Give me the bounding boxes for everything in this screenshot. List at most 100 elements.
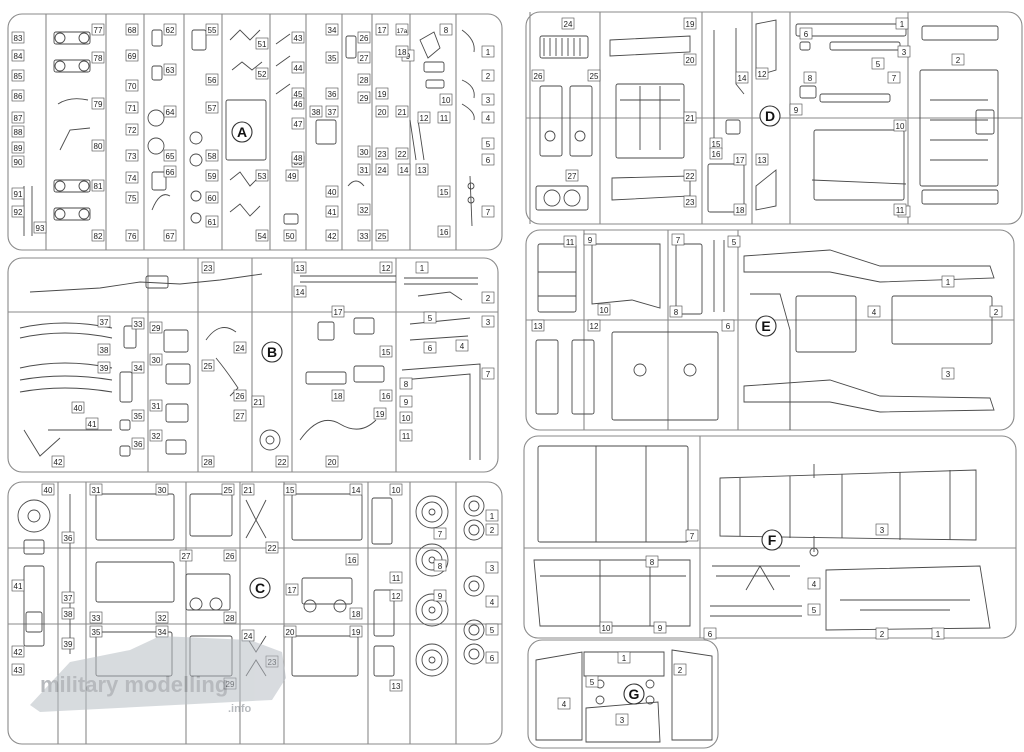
- part-number-box: [485, 509, 499, 522]
- part-outline: [539, 85, 563, 157]
- sprue-letter-b: B: [261, 341, 283, 363]
- part-number-box: [799, 27, 813, 40]
- part-number: 6: [428, 344, 433, 353]
- part-label: 2: [951, 53, 965, 66]
- part-label: 36: [61, 531, 75, 544]
- part-label: 16: [379, 389, 393, 402]
- sprue-letter-circle: [623, 683, 645, 705]
- part-number-box: [125, 229, 139, 242]
- part-number: 24: [564, 20, 573, 29]
- part-outline: [353, 365, 385, 383]
- part-number: 84: [14, 52, 23, 61]
- part-number: 10: [896, 122, 905, 131]
- part-number: 48: [294, 154, 303, 163]
- part-number-box: [423, 311, 437, 324]
- part-number-box: [283, 483, 297, 496]
- part-number: 37: [328, 108, 337, 117]
- part-outline: [78, 32, 90, 44]
- part-number-box: [125, 101, 139, 114]
- part-number: 33: [134, 320, 143, 329]
- part-label: 83: [11, 31, 25, 44]
- part-outline: [571, 339, 595, 415]
- part-number-box: [439, 93, 453, 106]
- watermark-suffix: .info: [228, 703, 251, 715]
- part-label: 35: [131, 409, 145, 422]
- part-outline: [750, 293, 791, 430]
- part-outline: [78, 60, 90, 72]
- part-number: 83: [14, 34, 23, 43]
- part-number-box: [673, 663, 687, 676]
- part-label: 33: [89, 611, 103, 624]
- part-number-box: [617, 651, 631, 664]
- part-number-box: [389, 571, 403, 584]
- part-number: 15: [286, 486, 295, 495]
- part-plate: [291, 493, 363, 541]
- part-number-box: [941, 275, 955, 288]
- part-number-box: [11, 645, 25, 658]
- part-number: 89: [14, 144, 23, 153]
- part-number: 11: [566, 238, 575, 247]
- part-number-box: [125, 171, 139, 184]
- part-label: 19: [349, 625, 363, 638]
- part-number-box: [149, 353, 163, 366]
- part-outline: [151, 29, 163, 47]
- part-label: 51: [255, 37, 269, 50]
- part-outline: [645, 679, 655, 689]
- part-label: 46: [291, 97, 305, 110]
- part-number-box: [223, 611, 237, 624]
- part-label: 45: [291, 87, 305, 100]
- part-outline: [303, 599, 317, 613]
- part-number-box: [683, 17, 697, 30]
- part-outline: [205, 327, 237, 341]
- part-number: 4: [486, 114, 491, 123]
- part-number-box: [233, 389, 247, 402]
- part-outline: [59, 127, 91, 151]
- part-label: 6: [485, 651, 499, 664]
- part-outline: [799, 41, 811, 51]
- part-number: 30: [360, 148, 369, 157]
- part-number-box: [755, 153, 769, 166]
- part-number: 1: [900, 20, 905, 29]
- part-number: 15: [440, 188, 449, 197]
- part-number-box: [735, 71, 749, 84]
- part-outline: [409, 119, 425, 161]
- part-number: 41: [328, 208, 337, 217]
- part-label: 26: [223, 549, 237, 562]
- part-outline: [825, 565, 991, 631]
- part-number-box: [399, 395, 413, 408]
- part-outline: [921, 189, 999, 205]
- part-label: 72: [125, 123, 139, 136]
- part-number: 71: [128, 104, 137, 113]
- part-label: 5: [727, 235, 741, 248]
- part-label: 18: [395, 45, 409, 58]
- part-number-box: [587, 69, 601, 82]
- part-label: 17: [331, 305, 345, 318]
- part-number-box: [149, 429, 163, 442]
- part-number: 55: [208, 26, 217, 35]
- part-outline: [165, 439, 187, 455]
- part-outline: [535, 651, 583, 741]
- part-outline: [620, 86, 680, 150]
- part-number: 16: [348, 556, 357, 565]
- part-label: 6: [703, 627, 717, 640]
- part-number-box: [61, 637, 75, 650]
- part-number: 35: [328, 54, 337, 63]
- part-number: 8: [650, 558, 655, 567]
- part-label: 10: [599, 621, 613, 634]
- part-number-box: [91, 23, 105, 36]
- part-number: 21: [254, 398, 263, 407]
- part-number-box: [399, 377, 413, 390]
- part-outline: [300, 275, 396, 283]
- part-number-box: [485, 561, 499, 574]
- part-number-box: [91, 139, 105, 152]
- part-number-box: [375, 229, 389, 242]
- part-number-box: [155, 611, 169, 624]
- part-number: 20: [686, 56, 695, 65]
- part-plate: [919, 69, 999, 187]
- part-number: 16: [382, 392, 391, 401]
- part-outline: [421, 501, 443, 523]
- part-label: 21: [251, 395, 265, 408]
- part-number-box: [395, 45, 409, 58]
- part-outline: [428, 656, 436, 664]
- part-number-box: [11, 89, 25, 102]
